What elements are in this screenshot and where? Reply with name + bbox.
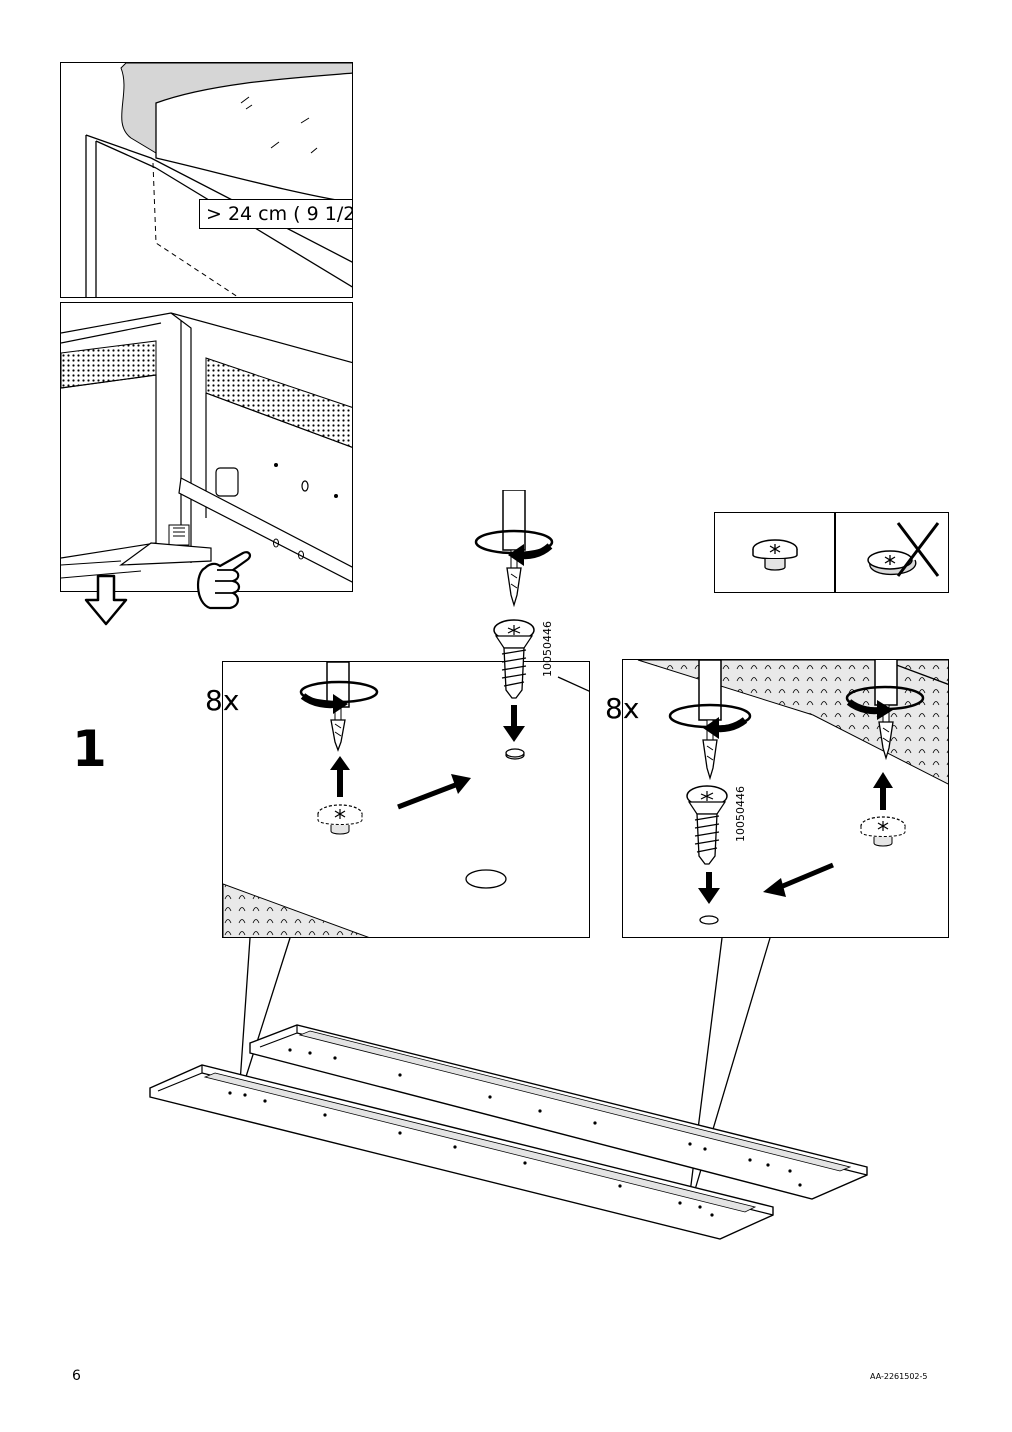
pointing-hand-icon (185, 548, 260, 613)
comparison-divider (834, 513, 836, 592)
screwdriver-icon (326, 662, 350, 752)
right-quantity-label: 8x (605, 692, 640, 725)
screw-icon (493, 619, 535, 699)
screw-cap-comparison-box (714, 512, 949, 593)
page-number: 6 (72, 1368, 81, 1384)
correct-screw-cap-icon (747, 533, 803, 575)
clearance-illustration-panel: > 24 cm ( 9 1/2" ) (60, 62, 353, 298)
counterclockwise-rotation-icon (668, 703, 752, 739)
step-number: 1 (72, 720, 107, 778)
document-code: AA-2261502-5 (870, 1372, 928, 1381)
right-detail-drawing (637, 660, 948, 925)
screw-cap-icon (317, 804, 363, 835)
screw-cap-icon (860, 816, 906, 847)
mattress-frame-drawing (85, 63, 352, 297)
clockwise-rotation-icon (299, 680, 379, 714)
center-detail-drawing (223, 662, 589, 937)
screw-icon (686, 785, 728, 865)
clockwise-rotation-icon (845, 685, 925, 720)
bed-rails-drawing (0, 935, 1012, 1325)
frame-corner-drawing (61, 312, 352, 583)
center-quantity-label: 8x (205, 684, 240, 717)
center-detail-panel (222, 661, 590, 938)
right-detail-panel (622, 659, 949, 938)
clearance-dimension-label: > 24 cm ( 9 1/2" ) (199, 199, 352, 229)
center-screw-assembly (470, 490, 560, 760)
center-part-number: 10050446 (541, 621, 554, 677)
frame-detail-panel (60, 302, 353, 592)
hollow-down-arrow-icon (82, 574, 130, 626)
right-part-number: 10050446 (734, 786, 747, 842)
counterclockwise-rotation-icon (474, 529, 554, 566)
incorrect-screw-cap-icon (860, 518, 940, 588)
